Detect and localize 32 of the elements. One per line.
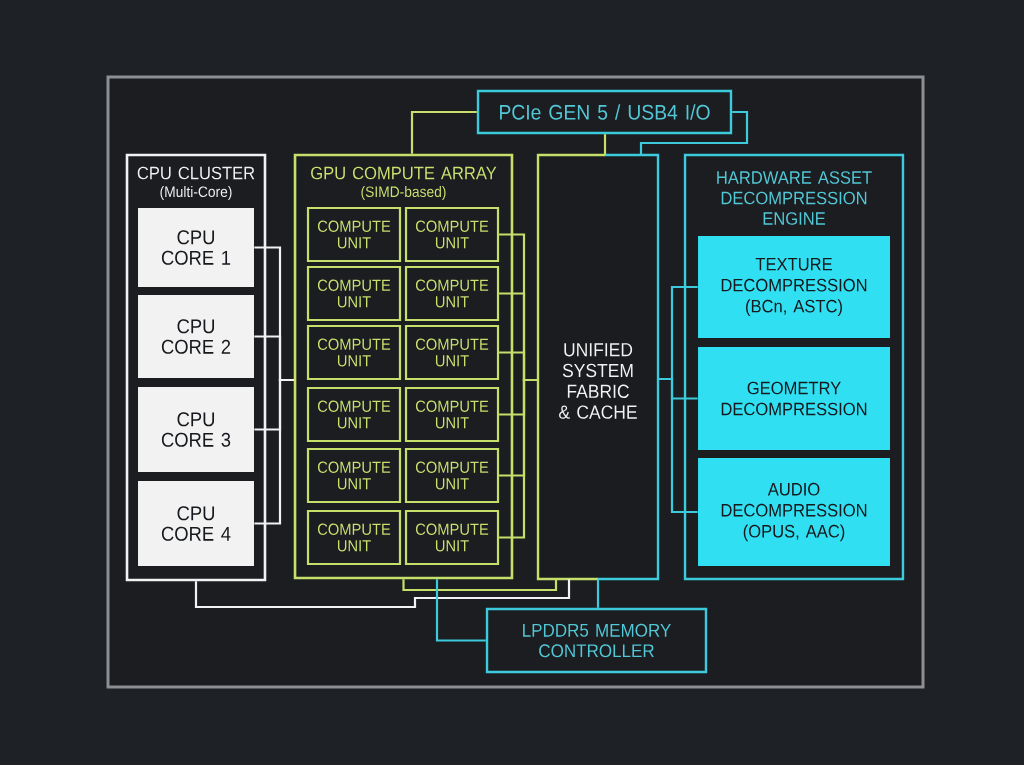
compute-unit-box: COMPUTE UNIT xyxy=(306,265,402,322)
decompression-box: TEXTURE DECOMPRESSION (BCn, ASTC) xyxy=(698,236,890,338)
compute-unit-box: COMPUTE UNIT xyxy=(306,206,402,263)
compute-unit-box: COMPUTE UNIT xyxy=(404,206,500,263)
connector-line xyxy=(499,378,538,539)
compute-unit-box: COMPUTE UNIT xyxy=(306,509,402,566)
connector-line xyxy=(596,579,600,608)
memory-controller-box: LPDDR5 MEMORY CONTROLLER xyxy=(485,607,708,674)
core-box: CPU CORE 2 xyxy=(138,295,254,378)
connector-line xyxy=(410,110,477,154)
connector-line xyxy=(603,134,607,155)
decompression-box: GEOMETRY DECOMPRESSION xyxy=(698,347,890,450)
core-box: CPU CORE 1 xyxy=(138,208,254,287)
connector-line xyxy=(194,579,571,609)
connector-line xyxy=(639,110,749,155)
compute-unit-box: COMPUTE UNIT xyxy=(306,324,402,381)
compute-unit-box: COMPUTE UNIT xyxy=(404,447,500,504)
compute-unit-box: COMPUTE UNIT xyxy=(306,386,402,443)
io-box: PCIe GEN 5 / USB4 I/O xyxy=(476,89,733,135)
compute-unit-box: COMPUTE UNIT xyxy=(404,265,500,322)
connector-line xyxy=(658,377,698,514)
fabric-box: UNIFIED SYSTEM FABRIC & CACHE xyxy=(536,153,660,581)
compute-unit-box: COMPUTE UNIT xyxy=(306,447,402,504)
compute-unit-box: COMPUTE UNIT xyxy=(404,386,500,443)
connector-line xyxy=(435,579,486,642)
core-box: CPU CORE 3 xyxy=(138,387,254,472)
connector-line xyxy=(402,579,558,592)
compute-unit-box: COMPUTE UNIT xyxy=(404,509,500,566)
connector-line xyxy=(254,378,294,525)
core-box: CPU CORE 4 xyxy=(138,481,254,566)
decompression-box: AUDIO DECOMPRESSION (OPUS, AAC) xyxy=(698,458,890,566)
compute-unit-box: COMPUTE UNIT xyxy=(404,324,500,381)
